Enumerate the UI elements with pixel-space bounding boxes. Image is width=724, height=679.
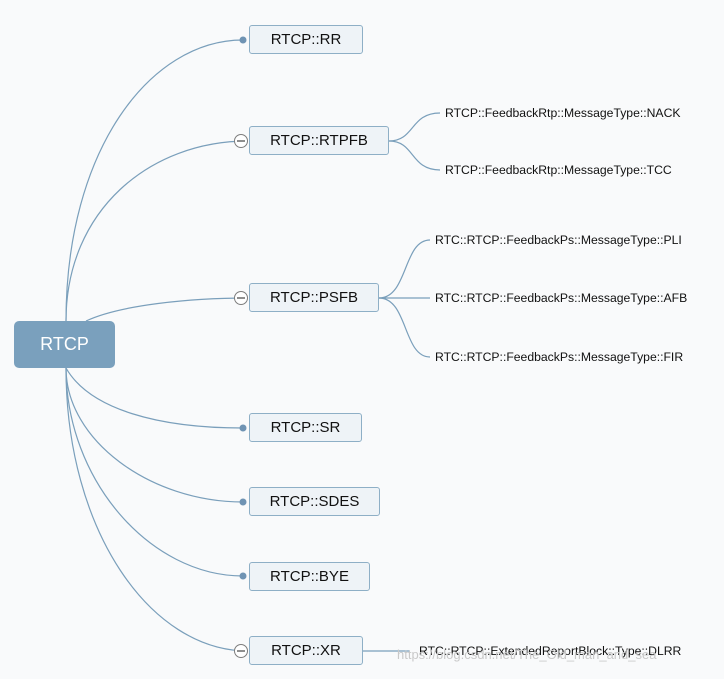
connector-root-rtpfb — [65, 140, 249, 322]
connector-rtpfb-nack — [388, 112, 441, 142]
node-label: RTCP::SDES — [269, 493, 360, 510]
bye-end-dot — [239, 572, 247, 580]
node-rtcp-bye[interactable]: RTCP::BYE — [249, 562, 370, 591]
leaf-rtpfb-nack[interactable]: RTCP::FeedbackRtp::MessageType::NACK — [445, 106, 681, 120]
root-node-label: RTCP — [40, 334, 89, 354]
root-node-rtcp[interactable]: RTCP — [14, 321, 115, 368]
node-label: RTCP::XR — [271, 642, 341, 659]
connector-root-bye — [65, 367, 244, 577]
sdes-end-dot — [239, 498, 247, 506]
node-rtcp-psfb[interactable]: RTCP::PSFB — [249, 283, 379, 312]
node-rtcp-xr[interactable]: RTCP::XR — [249, 636, 363, 665]
node-label: RTCP::RTPFB — [270, 132, 368, 149]
rr-end-dot — [239, 36, 247, 44]
node-label: RTCP::PSFB — [269, 289, 359, 306]
connector-rtpfb-tcc — [388, 140, 441, 171]
rtpfb-collapse-icon[interactable] — [234, 134, 248, 148]
psfb-collapse-icon[interactable] — [234, 291, 248, 305]
leaf-psfb-pli[interactable]: RTC::RTCP::FeedbackPs::MessageType::PLI — [435, 233, 682, 247]
connector-root-xr — [65, 367, 249, 652]
connector-root-sdes — [65, 367, 244, 503]
node-rtcp-rr[interactable]: RTCP::RR — [249, 25, 363, 54]
node-label: RTCP::SR — [270, 419, 341, 436]
sr-end-dot — [239, 424, 247, 432]
node-label: RTCP::BYE — [270, 568, 349, 585]
node-rtcp-sdes[interactable]: RTCP::SDES — [249, 487, 380, 516]
leaf-psfb-fir[interactable]: RTC::RTCP::FeedbackPs::MessageType::FIR — [435, 350, 684, 364]
connector-root-rr — [65, 39, 244, 322]
watermark-text: https://blog.csdn.net/The_Old_man_and_se… — [397, 647, 657, 662]
node-rtcp-sr[interactable]: RTCP::SR — [249, 413, 362, 442]
leaf-rtpfb-tcc[interactable]: RTCP::FeedbackRtp::MessageType::TCC — [445, 163, 672, 177]
connector-root-sr — [65, 367, 244, 429]
leaf-xr-dlrr[interactable]: RTC::RTCP::ExtendedReportBlock::Type::DL… — [419, 644, 682, 658]
connector-root-psfb — [85, 297, 249, 322]
node-label: RTCP::RR — [270, 31, 342, 48]
connector-psfb-fir — [378, 297, 431, 358]
connector-psfb-pli — [378, 239, 431, 299]
leaf-psfb-afb[interactable]: RTC::RTCP::FeedbackPs::MessageType::AFB — [435, 291, 688, 305]
xr-collapse-icon[interactable] — [234, 644, 248, 658]
node-rtcp-rtpfb[interactable]: RTCP::RTPFB — [249, 126, 389, 155]
